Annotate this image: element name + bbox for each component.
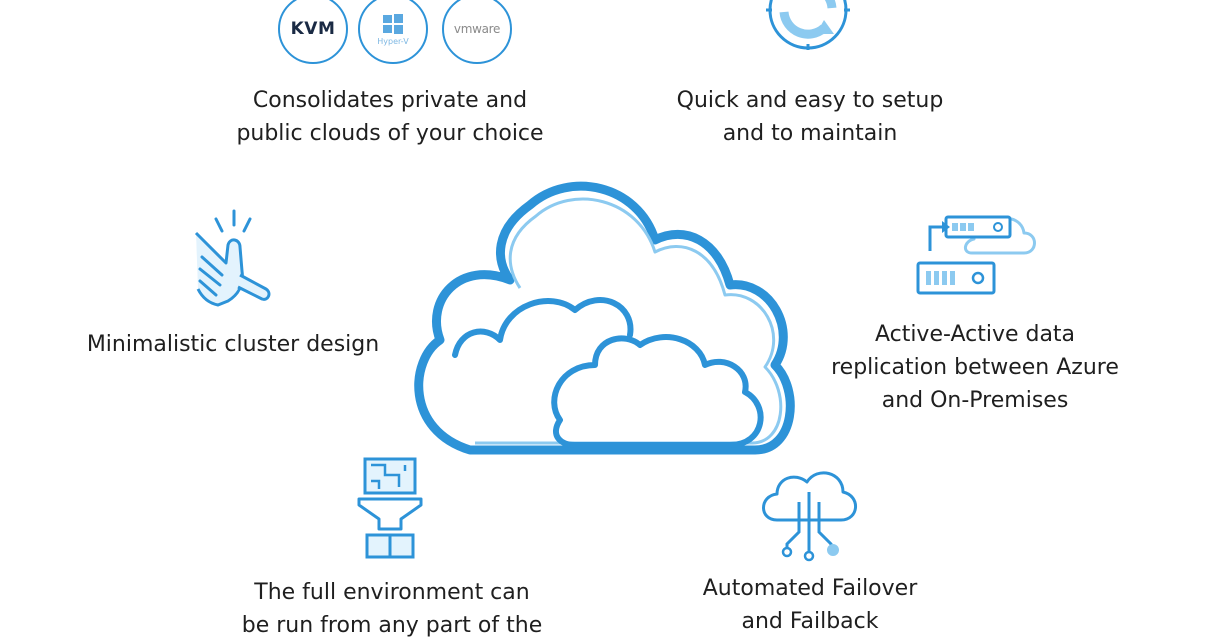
hyperv-logo-text: Hyper-V: [377, 36, 409, 46]
feature-failover-label: Automated Failover and Failback: [702, 576, 918, 634]
feature-environment-label: The full environment can be run from any…: [241, 580, 543, 638]
feature-cluster-label: Minimalistic cluster design: [86, 332, 380, 357]
snap-hand-icon: [194, 209, 271, 307]
feature-replication-label: Active-Active data replication between A…: [831, 322, 1119, 413]
windows-icon: [383, 13, 403, 34]
server-sync-icon: [916, 215, 1036, 295]
feature-clouds-label: Consolidates private and public clouds o…: [236, 88, 544, 146]
feature-setup-label: Quick and easy to setup and to maintain: [676, 88, 944, 146]
hyperv-logo: Hyper-V: [358, 0, 428, 64]
funnel-icon: [357, 457, 423, 559]
vmware-logo-text: vmware: [453, 22, 501, 36]
refresh-icon: [766, 0, 850, 50]
cloud-icon: [414, 181, 795, 455]
kvm-logo: KVM: [278, 0, 348, 64]
cloud-network-icon: [762, 471, 857, 562]
vmware-logo: vmware: [442, 0, 512, 64]
kvm-logo-text: KVM: [290, 19, 336, 39]
